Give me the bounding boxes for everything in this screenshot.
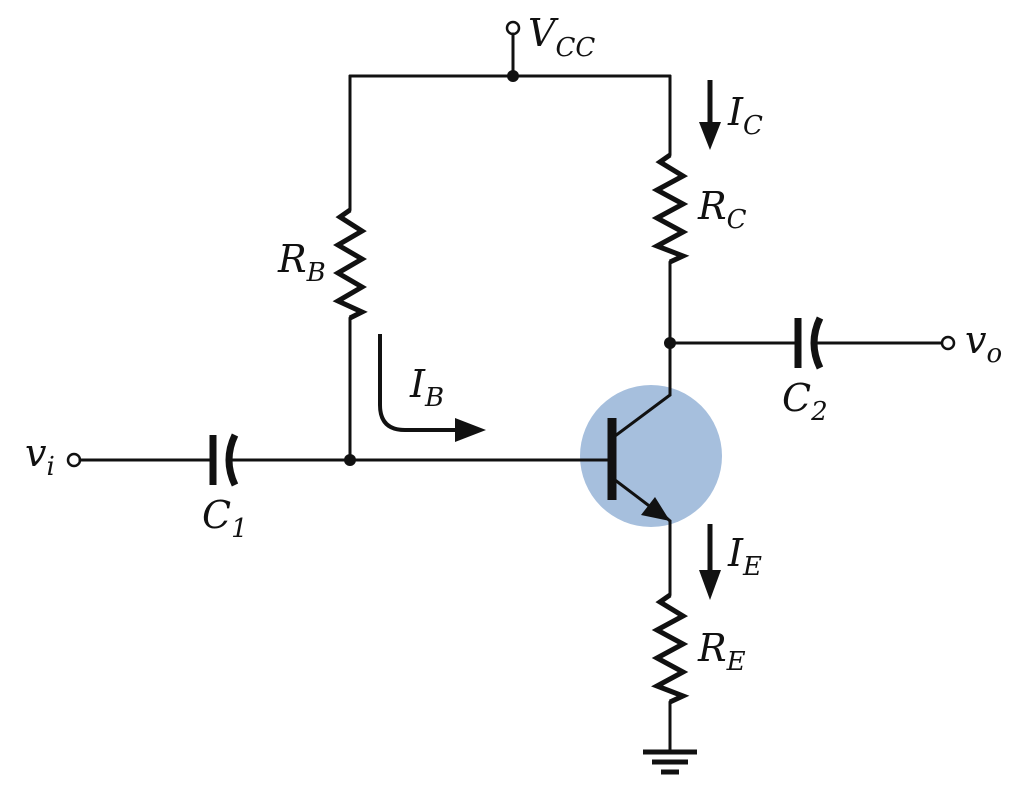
vcc-terminal: [505, 20, 521, 78]
resistor-rc: [651, 152, 690, 265]
ic-arrow-icon: [699, 80, 721, 150]
label-c1: C1: [202, 493, 248, 544]
label-re: RE: [697, 626, 746, 677]
label-rc: RC: [697, 184, 747, 235]
label-ib: IB: [409, 362, 444, 413]
label-rb: RB: [277, 237, 326, 288]
resistor-re: [651, 592, 690, 705]
input-terminal: [66, 452, 82, 468]
npn-transistor: [607, 393, 672, 523]
ib-arrow-icon: [378, 334, 486, 442]
vcc-junction-dot: [507, 70, 519, 82]
ie-arrow-icon: [699, 524, 721, 600]
label-vi: vi: [25, 431, 55, 482]
label-ie: IE: [727, 531, 762, 582]
ground-icon: [643, 749, 697, 775]
label-vo: vo: [965, 318, 1002, 369]
resistor-rb: [332, 207, 368, 321]
label-ic: IC: [727, 90, 763, 141]
output-terminal: [940, 335, 956, 351]
label-c2: C2: [782, 376, 828, 427]
label-vcc: VCC: [528, 11, 595, 63]
